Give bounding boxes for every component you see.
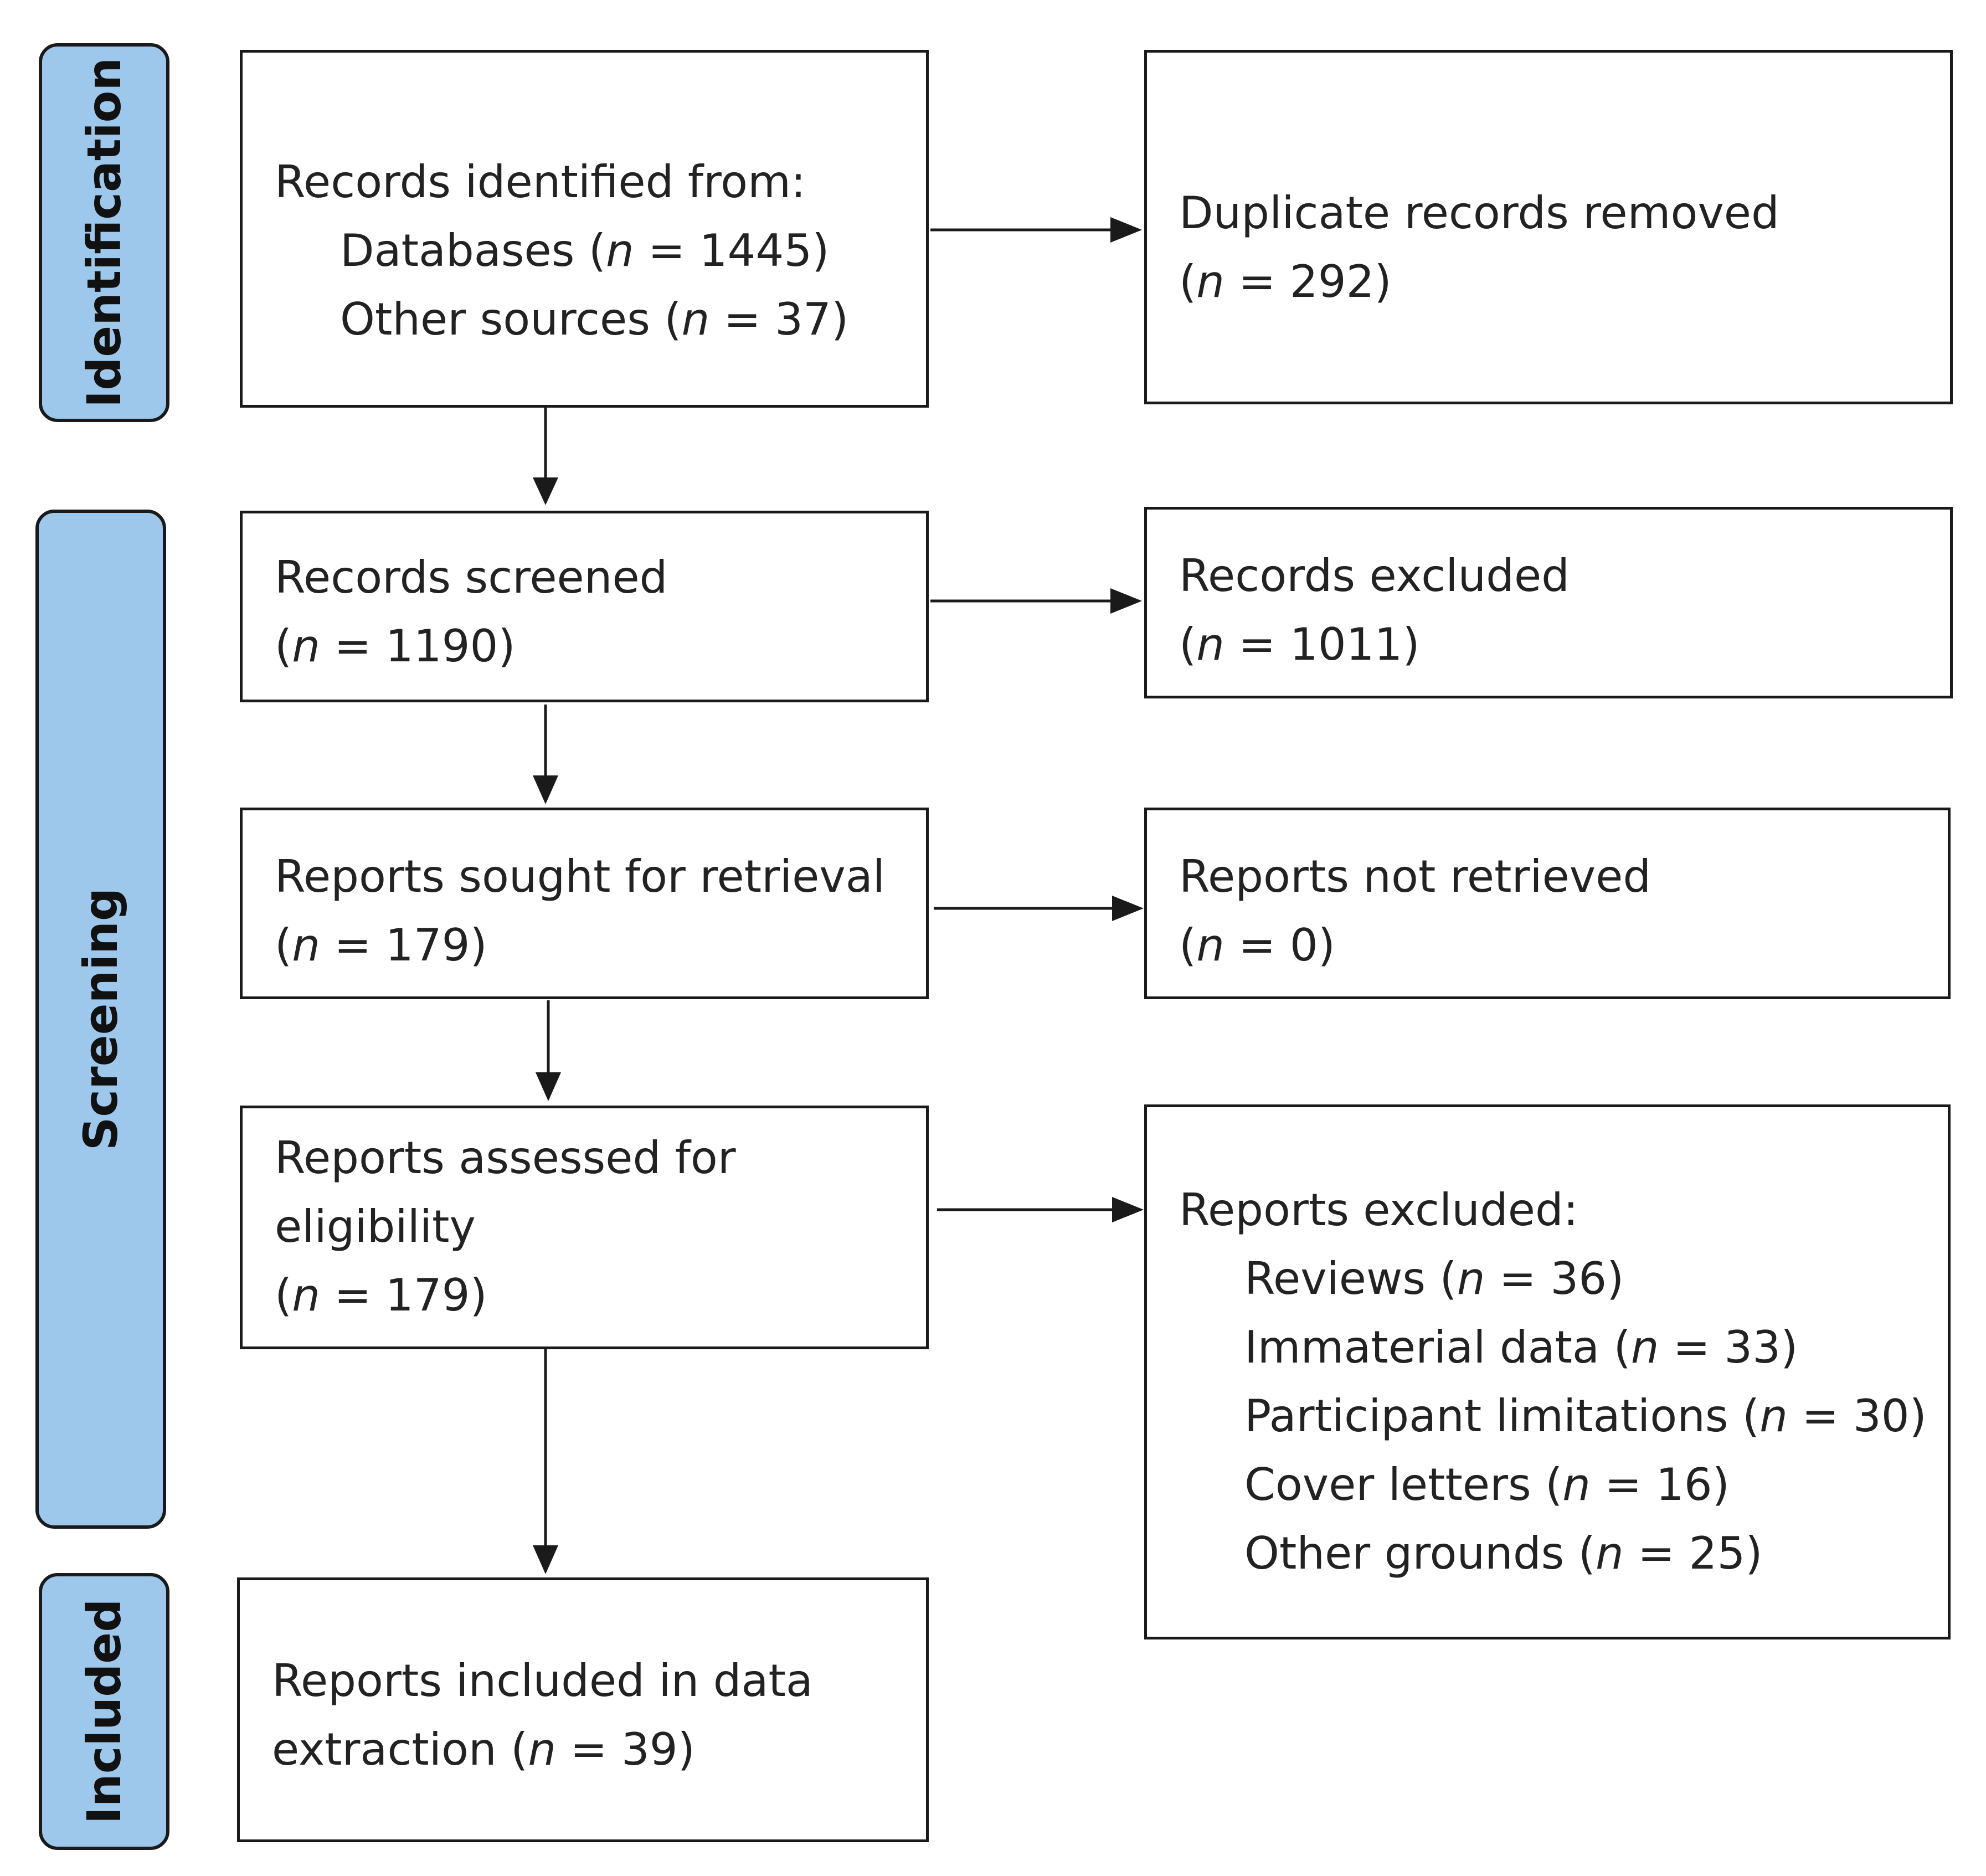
not-retrieved-count: (n = 0)	[1179, 919, 1335, 971]
assessed-count: (n = 179)	[275, 1269, 487, 1321]
excluded-immaterial-data: Immaterial data (n = 33)	[1244, 1322, 1798, 1373]
screened-count: (n = 1190)	[275, 620, 516, 672]
assessed-title-line-2: eligibility	[275, 1201, 476, 1252]
screened-title: Records screened	[275, 552, 668, 603]
box-records-identified: Records identified from: Databases (n = …	[240, 50, 929, 408]
source-other: Other sources (n = 37)	[340, 294, 849, 345]
box-reports-not-retrieved: Reports not retrieved (n = 0)	[1144, 808, 1951, 999]
box-reports-excluded: Reports excluded: Reviews (n = 36) Immat…	[1144, 1104, 1951, 1639]
arrow-to-reports-excluded	[937, 1197, 1144, 1222]
included-title-line-2: extraction (n = 39)	[272, 1724, 695, 1775]
excluded-cover-letters: Cover letters (n = 16)	[1244, 1459, 1730, 1510]
sought-title: Reports sought for retrieval	[275, 851, 885, 902]
arrow-to-assessed	[536, 1000, 561, 1101]
phase-included: Included	[39, 1573, 169, 1850]
excluded-other-grounds: Other grounds (n = 25)	[1244, 1528, 1763, 1579]
box-duplicates-removed: Duplicate records removed (n = 292)	[1144, 50, 1953, 404]
sought-count: (n = 179)	[275, 919, 487, 971]
box-reports-assessed: Reports assessed for eligibility (n = 17…	[240, 1106, 929, 1349]
duplicates-title: Duplicate records removed	[1179, 187, 1779, 239]
assessed-title-line-1: Reports assessed for	[275, 1132, 736, 1184]
source-databases: Databases (n = 1445)	[340, 225, 830, 276]
box-records-excluded: Records excluded (n = 1011)	[1144, 507, 1953, 698]
box-reports-sought: Reports sought for retrieval (n = 179)	[240, 808, 929, 999]
phase-identification: Identification	[39, 43, 169, 422]
arrow-to-not-retrieved	[934, 896, 1144, 921]
excluded-reviews: Reviews (n = 36)	[1244, 1253, 1624, 1304]
excluded-participant-limitations: Participant limitations (n = 30)	[1244, 1390, 1927, 1442]
arrow-to-included	[533, 1349, 558, 1574]
arrow-to-records-excluded	[930, 588, 1142, 614]
box-records-screened: Records screened (n = 1190)	[240, 511, 929, 702]
box-reports-included: Reports included in data extraction (n =…	[237, 1577, 929, 1842]
records-excluded-title: Records excluded	[1179, 550, 1570, 602]
duplicates-count: (n = 292)	[1179, 256, 1392, 307]
not-retrieved-title: Reports not retrieved	[1179, 851, 1651, 902]
records-identified-title: Records identified from:	[275, 156, 806, 208]
included-title-line-1: Reports included in data	[272, 1655, 813, 1707]
arrow-to-sought	[533, 705, 558, 804]
phase-screening: Screening	[35, 510, 166, 1529]
arrow-to-screened	[533, 408, 558, 505]
records-excluded-count: (n = 1011)	[1179, 619, 1420, 670]
reports-excluded-title: Reports excluded:	[1179, 1184, 1578, 1236]
arrow-to-duplicates	[930, 217, 1142, 243]
